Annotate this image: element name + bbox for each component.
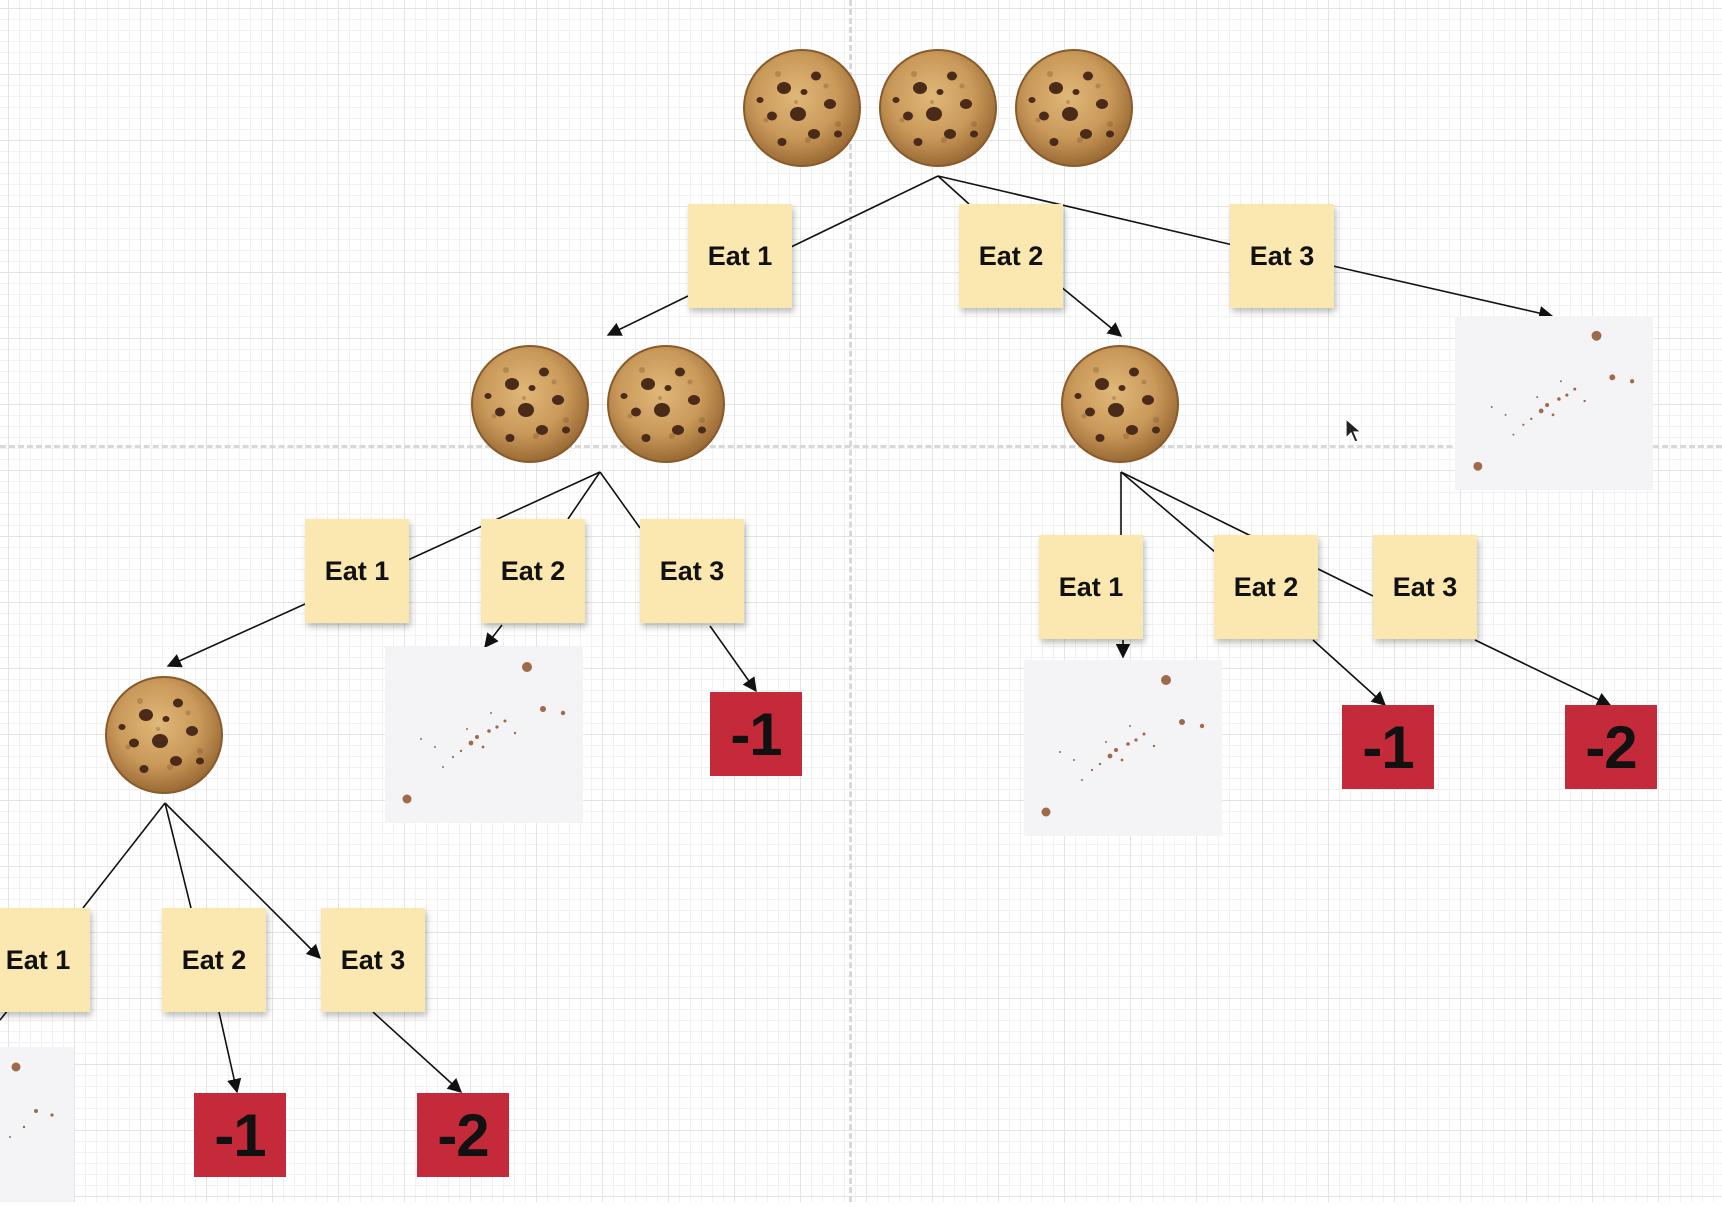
score-box[interactable]: -1 — [194, 1093, 286, 1177]
action-note[interactable]: Eat 1 — [688, 204, 792, 308]
node-1-cookie-right[interactable] — [1056, 340, 1184, 468]
edge-n2-eat2 — [567, 471, 601, 520]
crumbs-icon — [385, 647, 583, 823]
edge-n2eat1-n1 — [166, 603, 306, 668]
action-label: Eat 1 — [707, 240, 773, 271]
action-label: Eat 3 — [340, 944, 406, 975]
cookie-icon — [1056, 340, 1184, 468]
action-note[interactable]: Eat 1 — [305, 519, 409, 623]
edge-rn-eat2 — [1120, 471, 1216, 553]
cookie-icon — [738, 44, 866, 172]
action-note[interactable]: Eat 3 — [1373, 535, 1477, 639]
edge-n1-eat3 — [164, 802, 322, 960]
edge-n1eat3-score — [372, 1011, 463, 1093]
score-value: -2 — [1585, 713, 1637, 781]
cookie-icon — [100, 671, 228, 799]
edge-n1-eat2 — [164, 802, 192, 909]
edge-n2eat2-crumbs — [484, 624, 503, 649]
crumbs-node[interactable] — [0, 1047, 74, 1202]
score-box[interactable]: -1 — [710, 692, 802, 776]
score-value: -1 — [730, 700, 782, 768]
edge-n2-eat3 — [599, 471, 641, 529]
score-value: -2 — [437, 1101, 489, 1169]
action-label: Eat 2 — [181, 944, 247, 975]
score-box[interactable]: -2 — [417, 1093, 509, 1177]
edge-n2-eat1 — [407, 471, 601, 561]
edge-n2eat3-score — [709, 625, 757, 693]
cookie-icon — [602, 340, 730, 468]
edge-rn-eat3 — [1120, 471, 1374, 597]
action-label: Eat 3 — [1249, 240, 1315, 271]
edge-rneat3-score — [1474, 639, 1612, 706]
crumbs-node[interactable] — [1024, 660, 1222, 836]
edge-root-eat2 — [937, 175, 970, 205]
cookie-icon — [874, 44, 1002, 172]
cookie-icon — [1010, 44, 1138, 172]
edge-eat2-node1 — [1059, 285, 1123, 337]
action-note[interactable]: Eat 2 — [162, 908, 266, 1012]
action-label: Eat 3 — [659, 555, 725, 586]
node-2-cookies[interactable] — [466, 340, 730, 468]
horizontal-guide-line — [0, 445, 1722, 448]
action-label: Eat 1 — [5, 944, 71, 975]
edge-root-eat1 — [790, 175, 939, 248]
cookie-icon — [466, 340, 594, 468]
action-label: Eat 3 — [1392, 571, 1458, 602]
score-value: -1 — [1362, 713, 1414, 781]
action-label: Eat 1 — [324, 555, 390, 586]
action-note[interactable]: Eat 1 — [0, 908, 90, 1012]
crumbs-node[interactable] — [1455, 316, 1653, 490]
action-note[interactable]: Eat 3 — [640, 519, 744, 623]
action-note[interactable]: Eat 2 — [1214, 535, 1318, 639]
edge-n1eat2-score — [218, 1011, 242, 1094]
action-note[interactable]: Eat 1 — [1039, 535, 1143, 639]
node-1-cookie-left[interactable] — [100, 671, 228, 799]
mouse-cursor-icon — [1345, 418, 1363, 443]
crumbs-icon — [1024, 660, 1222, 836]
action-note[interactable]: Eat 3 — [321, 908, 425, 1012]
root-node-3-cookies[interactable] — [738, 44, 1138, 172]
edge-rneat2-score — [1312, 639, 1387, 706]
action-note[interactable]: Eat 2 — [959, 204, 1063, 308]
edge-eat1-node2 — [606, 295, 689, 336]
action-label: Eat 1 — [1058, 571, 1124, 602]
action-label: Eat 2 — [500, 555, 566, 586]
score-value: -1 — [214, 1101, 266, 1169]
score-box[interactable]: -2 — [1565, 705, 1657, 789]
crumbs-icon — [1455, 316, 1653, 490]
action-label: Eat 2 — [978, 240, 1044, 271]
crumbs-node[interactable] — [385, 647, 583, 823]
action-note[interactable]: Eat 2 — [481, 519, 585, 623]
action-note[interactable]: Eat 3 — [1230, 204, 1334, 308]
crumbs-icon — [0, 1047, 74, 1202]
edge-eat3-crumbs — [1332, 265, 1554, 321]
edge-n1-eat1 — [82, 802, 166, 909]
action-label: Eat 2 — [1233, 571, 1299, 602]
vertical-guide-line — [849, 0, 852, 1202]
edge-root-eat3 — [937, 175, 1234, 246]
score-box[interactable]: -1 — [1342, 705, 1434, 789]
